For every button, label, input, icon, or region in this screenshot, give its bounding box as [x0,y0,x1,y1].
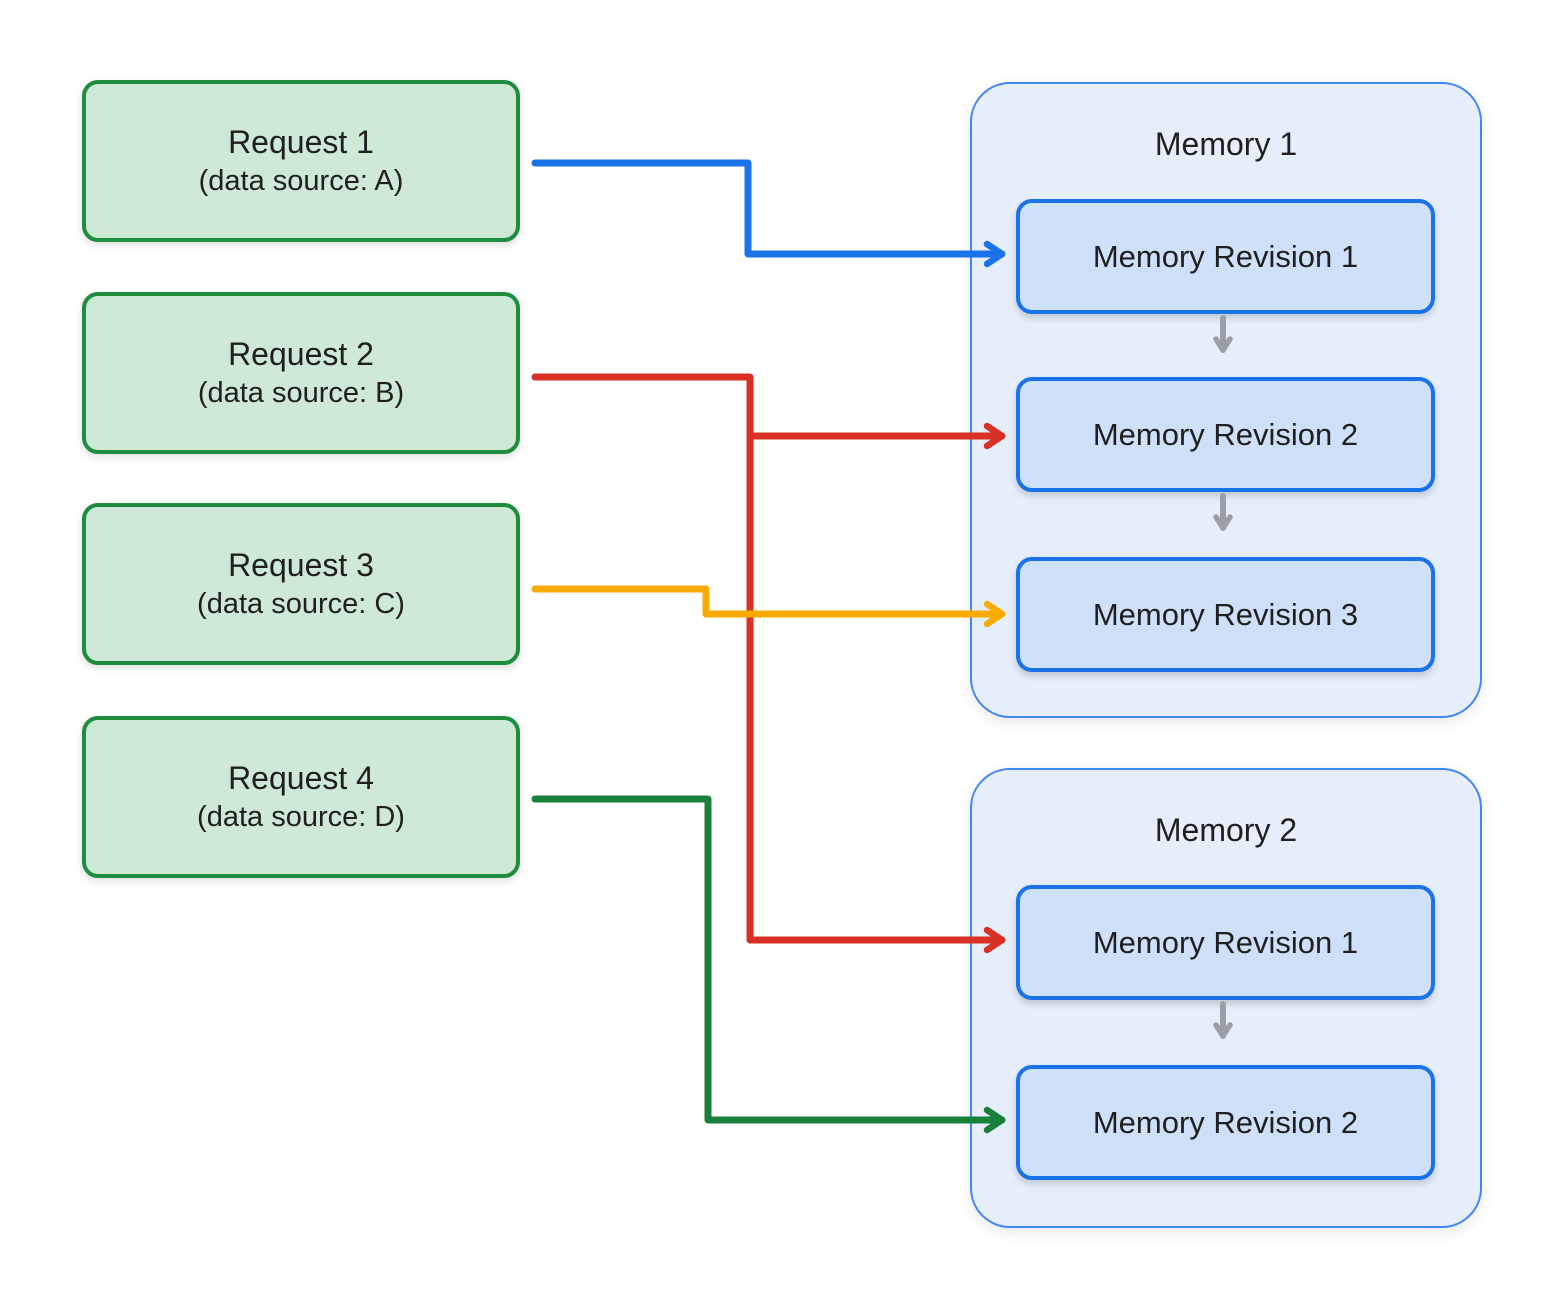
memory-1-title: Memory 1 [1154,126,1298,162]
request-1-box: Request 1 (data source: A) [82,80,520,242]
request-1-title: Request 1 [228,124,374,160]
connection-request1-memory1rev1-line [531,159,1006,268]
connection-request3-memory1rev3-line [531,585,1006,628]
request-2-subtitle: (data source: B) [197,377,405,409]
memory-2-container: Memory 2 Memory Revision 1 Memory Revisi… [970,768,1482,1228]
memory-2-revision-1-label: Memory Revision 1 [1092,925,1359,960]
memory-1-revision-1-label: Memory Revision 1 [1092,239,1359,274]
request-4-subtitle: (data source: D) [197,801,405,833]
memory-2-revision-2-label: Memory Revision 2 [1092,1105,1359,1140]
memory-1-revision-1-box: Memory Revision 1 [1016,199,1435,314]
memory-1-revision-3-label: Memory Revision 3 [1092,597,1359,632]
request-1-subtitle: (data source: A) [198,165,404,197]
connection-request4-memory2rev2-line [531,795,1006,1134]
memory-1-revision-2-label: Memory Revision 2 [1092,417,1359,452]
connection-request2-memory2rev1-line [531,373,1006,954]
request-3-subtitle: (data source: C) [197,588,405,620]
memory-2-revision-2-box: Memory Revision 2 [1016,1065,1435,1180]
request-2-box: Request 2 (data source: B) [82,292,520,454]
memory-1-revision-3-box: Memory Revision 3 [1016,557,1435,672]
memory-1-revision-2-box: Memory Revision 2 [1016,377,1435,492]
request-4-title: Request 4 [228,760,374,796]
request-3-title: Request 3 [228,547,374,583]
memory-2-revision-1-box: Memory Revision 1 [1016,885,1435,1000]
request-2-title: Request 2 [228,336,374,372]
memory-2-title: Memory 2 [1154,812,1298,848]
memory-1-container: Memory 1 Memory Revision 1 Memory Revisi… [970,82,1482,718]
request-3-box: Request 3 (data source: C) [82,503,520,665]
request-4-box: Request 4 (data source: D) [82,716,520,878]
